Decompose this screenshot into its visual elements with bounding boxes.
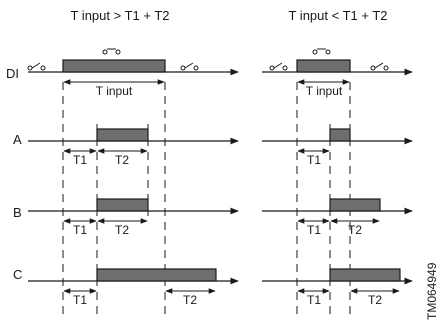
label-a-t1-right: T1	[307, 153, 321, 167]
pulse-c-right	[329, 268, 401, 282]
row-label-c: C	[13, 267, 22, 282]
label-b-t1-left: T1	[73, 223, 87, 237]
label-a-t2-left: T2	[115, 153, 129, 167]
label-a-t1-left: T1	[73, 153, 87, 167]
label-tinput-left: T input	[96, 84, 133, 98]
row-label-b: B	[13, 205, 22, 220]
pulse-c-left	[96, 268, 217, 282]
row-b: T1 T2 T1 T2	[28, 198, 413, 237]
open-switch-icon	[370, 62, 389, 71]
row-c: T1 T2 T1 T2	[28, 268, 413, 307]
label-b-t2-left: T2	[115, 223, 129, 237]
closed-switch-icon	[102, 48, 121, 55]
open-switch-icon	[269, 62, 288, 71]
row-label-di: DI	[6, 66, 19, 81]
pulse-b-right	[329, 198, 381, 212]
open-switch-icon	[27, 62, 46, 71]
row-di: T input T input	[27, 48, 413, 98]
label-c-t2-right: T2	[368, 293, 382, 307]
pulse-b-left	[96, 198, 149, 212]
closed-switch-icon	[312, 48, 331, 55]
watermark-code: TM064949	[425, 262, 439, 320]
pulse-a-left	[96, 128, 149, 142]
label-c-t1-left: T1	[73, 293, 87, 307]
row-label-a: A	[13, 132, 22, 147]
label-c-t2-left: T2	[183, 293, 197, 307]
pulse-a-right	[329, 128, 351, 142]
pulse-di-left	[62, 59, 166, 73]
right-title: T input < T1 + T2	[288, 8, 387, 23]
label-b-t1-right: T1	[307, 223, 321, 237]
left-title: T input > T1 + T2	[70, 8, 169, 23]
row-a: T1 T2 T1	[28, 128, 413, 167]
label-tinput-right: T input	[306, 84, 343, 98]
label-c-t1-right: T1	[307, 293, 321, 307]
label-b-t2-right: T2	[348, 223, 362, 237]
pulse-di-right	[296, 59, 351, 73]
open-switch-icon	[180, 62, 199, 71]
